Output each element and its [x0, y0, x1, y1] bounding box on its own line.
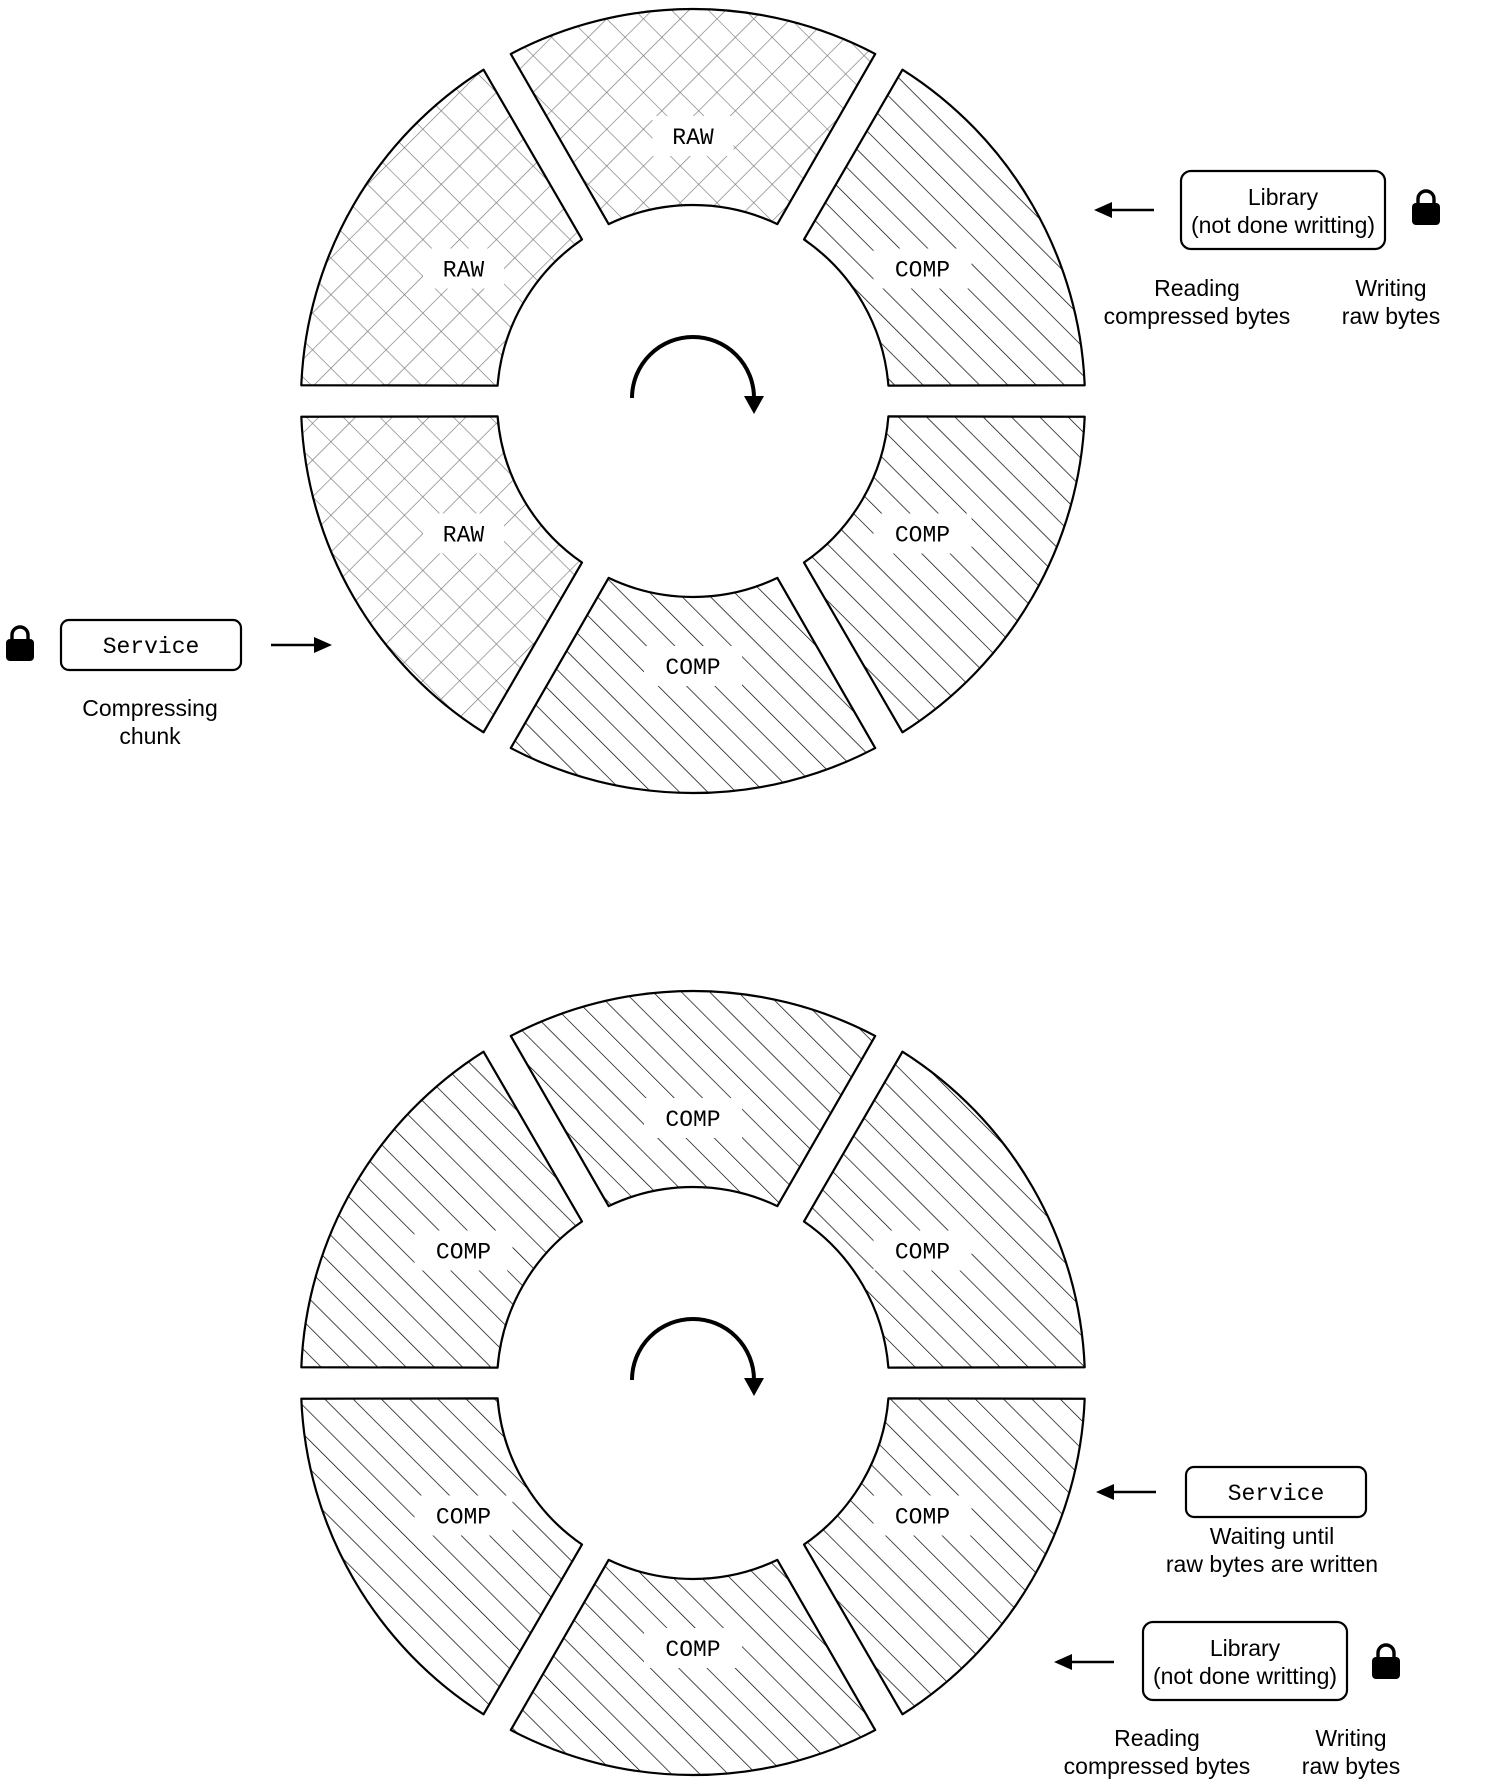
segment-label: RAW: [443, 258, 485, 284]
segment-shape: [300, 68, 584, 387]
segment-label: COMP: [665, 655, 720, 681]
ring-segment-comp: COMP: [300, 1050, 584, 1369]
writing-label-2: raw bytes: [1342, 303, 1440, 329]
rotation-arrow-icon: [630, 335, 764, 414]
ring-buffer-top: RAW COMP COMP COMP RAW RAW Library (not done …: [6, 7, 1440, 795]
segment-label: COMP: [665, 1637, 720, 1663]
segment-label: RAW: [443, 523, 485, 549]
segment-label-background: [873, 248, 972, 289]
segment-label-background: [644, 1628, 742, 1668]
segment-shape: [802, 68, 1086, 387]
ring-segment-comp: COMP: [802, 68, 1086, 387]
service-status-1: Waiting until: [1210, 1523, 1334, 1549]
segment-shape: [300, 1050, 584, 1369]
ring-segment-raw: RAW: [300, 415, 584, 734]
segment-label: RAW: [672, 125, 714, 151]
lock-icon: [1412, 189, 1440, 225]
library-subtitle: (not done writting): [1153, 1663, 1337, 1689]
segment-shape: [802, 1050, 1086, 1369]
left-arrow-icon: [1094, 202, 1154, 218]
service-status-2: raw bytes are written: [1166, 1551, 1378, 1577]
ring-segment-comp: COMP: [509, 989, 877, 1208]
segment-label: COMP: [895, 523, 950, 549]
ring-segment-comp: COMP: [509, 576, 877, 795]
library-subtitle: (not done writting): [1191, 212, 1375, 238]
segment-shape: [802, 1397, 1086, 1716]
writing-label-2: raw bytes: [1302, 1753, 1400, 1779]
left-arrow-icon: [1054, 1654, 1114, 1670]
segment-label-background: [644, 1098, 742, 1138]
service-status-2: chunk: [119, 723, 181, 749]
segment-label-background: [644, 646, 742, 686]
segment-label-background: [873, 1230, 972, 1271]
right-arrow-icon: [271, 637, 332, 653]
writing-label-1: Writing: [1315, 1725, 1386, 1751]
segment-label-background: [414, 1230, 513, 1271]
library-title: Library: [1248, 184, 1319, 210]
reading-label-1: Reading: [1154, 275, 1240, 301]
segment-label-background: [423, 513, 505, 554]
library-box: Library (not done writting): [1179, 169, 1387, 251]
ring-segment-comp: COMP: [509, 1558, 877, 1777]
segment-label-background: [652, 116, 734, 156]
segment-label: COMP: [665, 1107, 720, 1133]
service-title: Service: [1228, 1481, 1325, 1507]
left-arrow-icon: [1096, 1484, 1156, 1500]
segment-label: COMP: [436, 1505, 491, 1531]
segment-label: COMP: [895, 1505, 950, 1531]
segment-label: COMP: [895, 1240, 950, 1266]
reading-label-1: Reading: [1114, 1725, 1200, 1751]
rotation-arrow-icon: [630, 1317, 764, 1396]
writing-label-1: Writing: [1355, 275, 1426, 301]
ring-segment-comp: COMP: [802, 1050, 1086, 1369]
segment-label-background: [423, 248, 505, 289]
segment-shape: [300, 415, 584, 734]
lock-icon: [6, 625, 34, 661]
segment-label: COMP: [436, 1240, 491, 1266]
ring-segment-comp: COMP: [300, 1397, 584, 1716]
segment-shape: [802, 415, 1086, 734]
lock-icon: [1372, 1643, 1400, 1679]
reading-label-2: compressed bytes: [1064, 1753, 1251, 1779]
ring-segment-comp: COMP: [802, 1397, 1086, 1716]
library-title: Library: [1210, 1635, 1281, 1661]
service-title: Service: [103, 634, 200, 660]
ring-segment-raw: RAW: [509, 7, 877, 226]
ring-segment-comp: COMP: [802, 415, 1086, 734]
ring-buffer-bottom: COMP COMP COMP COMP COMP COMP Service Waiting…: [300, 989, 1400, 1779]
segment-label-background: [873, 513, 972, 554]
service-box: Service: [59, 618, 243, 672]
library-box: Library (not done writting): [1141, 1620, 1349, 1702]
segment-label: COMP: [895, 258, 950, 284]
segment-label-background: [414, 1495, 513, 1536]
segment-shape: [300, 1397, 584, 1716]
segment-label-background: [873, 1495, 972, 1536]
service-status-1: Compressing: [82, 695, 218, 721]
service-box: Service: [1184, 1465, 1368, 1519]
ring-segment-raw: RAW: [300, 68, 584, 387]
reading-label-2: compressed bytes: [1104, 303, 1291, 329]
